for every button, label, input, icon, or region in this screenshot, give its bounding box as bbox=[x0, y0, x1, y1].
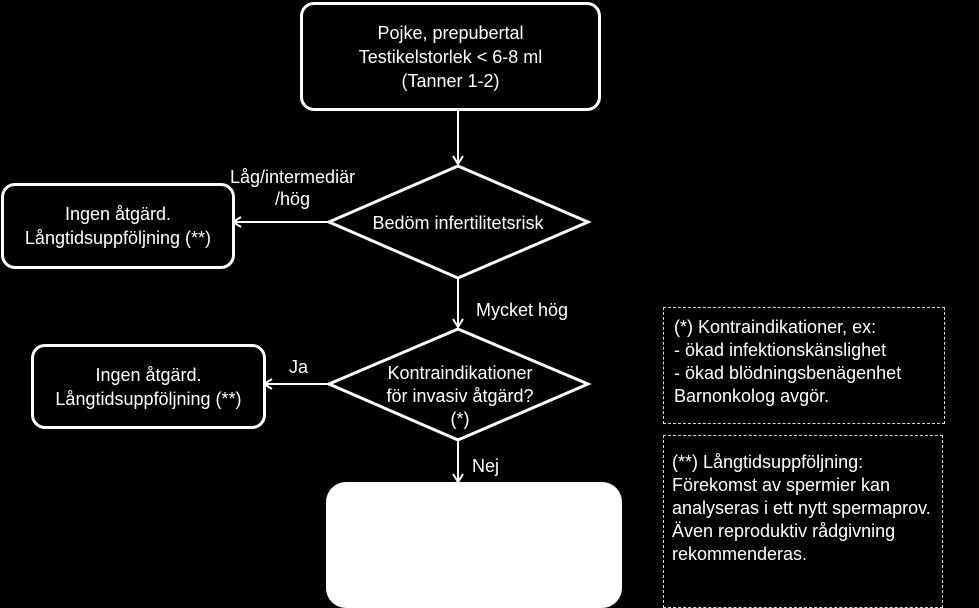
note1-line-3: - ökad blödningsbenägenhet bbox=[674, 363, 902, 383]
outcome2-box: Ingen åtgärd. Långtidsuppföljning (**) bbox=[31, 344, 266, 429]
note2-line-1: (**) Långtidsuppföljning: bbox=[672, 452, 864, 472]
decision1-text: Bedöm infertilitetsrisk bbox=[354, 200, 562, 246]
note-contraindications: (*) Kontraindikationer, ex: - ökad infek… bbox=[663, 307, 945, 424]
outcome2-line-2: Långtidsuppföljning (**) bbox=[55, 388, 242, 409]
note1-line-1: (*) Kontraindikationer, ex: bbox=[674, 317, 877, 337]
note2-line-3: analyseras i ett nytt spermaprov. bbox=[672, 498, 931, 518]
outcome1-line-2: Långtidsuppföljning (**) bbox=[24, 228, 212, 248]
note2-line-2: Förekomst av spermier kan bbox=[672, 475, 891, 495]
start-line-1: Pojke, prepubertal bbox=[377, 22, 524, 43]
note2-line-5: rekommenderas. bbox=[672, 544, 808, 564]
start-line-2: Testikelstorlek < 6-8 ml bbox=[358, 46, 543, 67]
decision2-text: Kontraindikationer för invasiv åtgärd? (… bbox=[363, 359, 557, 434]
start-line-3: (Tanner 1-2) bbox=[401, 70, 500, 91]
start-box: Pojke, prepubertal Testikelstorlek < 6-8… bbox=[300, 2, 601, 111]
outcome1-line-1: Ingen åtgärd. bbox=[64, 204, 172, 224]
decision1-left-label: Låg/intermediär /hög bbox=[230, 166, 355, 210]
note1-line-2: - ökad infektionskänslighet bbox=[674, 340, 887, 360]
note-long-term-follow-up: (**) Långtidsuppföljning: Förekomst av s… bbox=[663, 435, 943, 608]
decision1-label: Bedöm infertilitetsrisk bbox=[372, 212, 544, 233]
decision1-down-label: Mycket hög bbox=[476, 300, 569, 320]
decision2-left-label: Ja bbox=[289, 357, 309, 377]
note2-line-4: Även reproduktiv rådgivning bbox=[672, 521, 896, 541]
decision2-line-1: Kontraindikationer bbox=[387, 363, 533, 383]
outcome1-box: Ingen åtgärd. Långtidsuppföljning (**) bbox=[1, 183, 235, 269]
decision2-line-3: (*) bbox=[450, 409, 470, 429]
decision1-diamond bbox=[325, 164, 592, 280]
note1-line-4: Barnonkolog avgör. bbox=[674, 386, 830, 406]
decision2-line-2: för invasiv åtgärd? bbox=[386, 386, 534, 406]
blank-result-box bbox=[326, 482, 622, 608]
outcome2-line-1: Ingen åtgärd. bbox=[95, 364, 202, 385]
decision1-left-label-line-1: Låg/intermediär bbox=[230, 167, 356, 187]
decision1-left-label-line-2: /hög bbox=[275, 189, 311, 209]
decision2-down-label: Nej bbox=[472, 456, 500, 476]
decision2-diamond bbox=[325, 327, 592, 442]
